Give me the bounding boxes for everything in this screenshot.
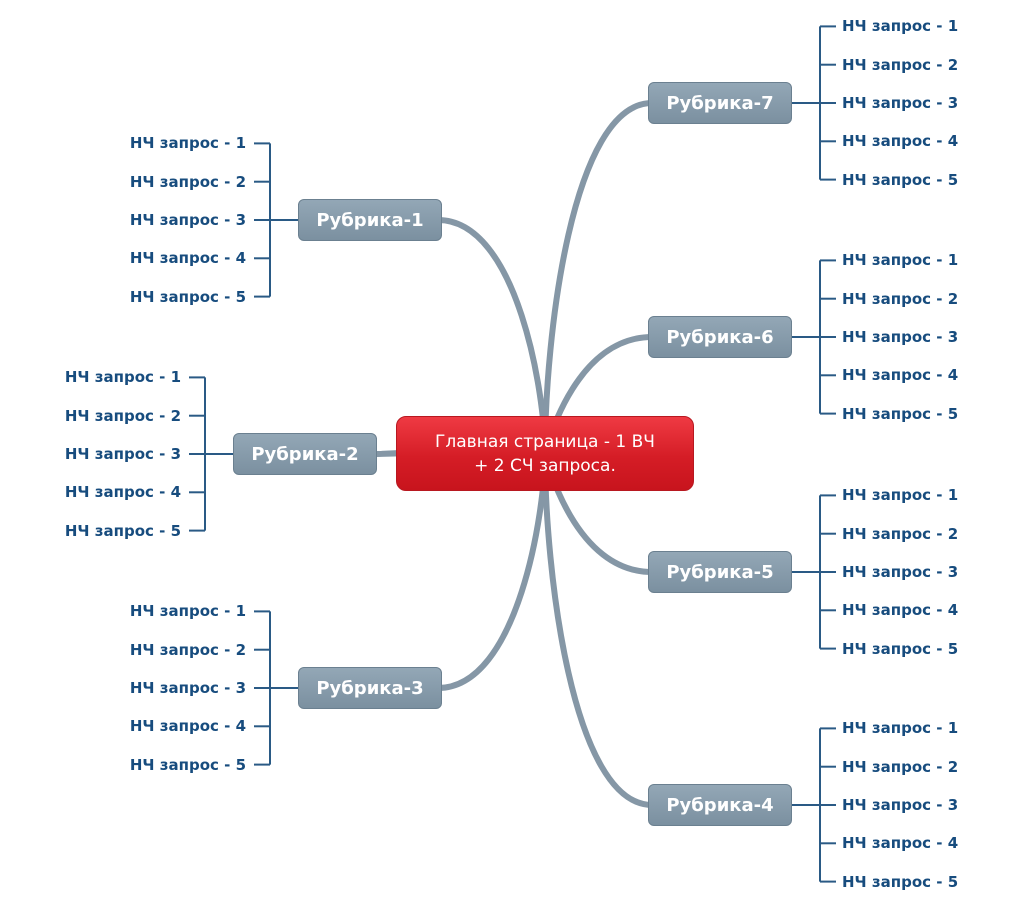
leaf-query-3-5[interactable]: НЧ запрос - 5 <box>129 755 246 774</box>
leaf-query-4-1[interactable]: НЧ запрос - 1 <box>842 719 959 738</box>
leaf-query-1-4[interactable]: НЧ запрос - 4 <box>129 249 246 268</box>
leaf-query-6-2[interactable]: НЧ запрос - 2 <box>842 289 959 308</box>
rubric-node-3[interactable]: Рубрика-3 <box>298 667 442 709</box>
leaf-query-4-2[interactable]: НЧ запрос - 2 <box>842 757 959 776</box>
leaf-query-3-3[interactable]: НЧ запрос - 3 <box>129 679 246 697</box>
branch-connector-7 <box>542 100 655 456</box>
leaf-query-1-2[interactable]: НЧ запрос - 2 <box>129 172 246 191</box>
leaf-query-3-2[interactable]: НЧ запрос - 2 <box>129 640 246 659</box>
leaf-query-4-5[interactable]: НЧ запрос - 5 <box>842 872 959 891</box>
rubric-node-7[interactable]: Рубрика-7 <box>648 82 792 124</box>
leaf-query-7-1[interactable]: НЧ запрос - 1 <box>842 17 959 36</box>
rubric-node-4[interactable]: Рубрика-4 <box>648 784 792 826</box>
branch-connector-4 <box>542 450 655 808</box>
central-topic-line-1: Главная страница - 1 ВЧ <box>435 431 655 452</box>
leaf-query-2-1[interactable]: НЧ запрос - 1 <box>64 368 181 387</box>
leaf-query-4-4[interactable]: НЧ запрос - 4 <box>842 834 959 853</box>
leaf-query-7-5[interactable]: НЧ запрос - 5 <box>842 170 959 189</box>
leaf-query-7-2[interactable]: НЧ запрос - 2 <box>842 55 959 74</box>
leaf-query-1-1[interactable]: НЧ запрос - 1 <box>129 134 246 153</box>
leaf-query-5-2[interactable]: НЧ запрос - 2 <box>842 524 959 543</box>
leaf-query-5-5[interactable]: НЧ запрос - 5 <box>842 639 959 658</box>
rubric-label: Рубрика-3 <box>316 677 424 699</box>
leaf-query-7-4[interactable]: НЧ запрос - 4 <box>842 132 959 151</box>
leaf-query-6-3[interactable]: НЧ запрос - 3 <box>842 328 959 346</box>
central-topic[interactable]: Главная страница - 1 ВЧ + 2 СЧ запроса. <box>396 416 694 491</box>
leaf-query-6-1[interactable]: НЧ запрос - 1 <box>842 251 959 270</box>
leaf-query-3-1[interactable]: НЧ запрос - 1 <box>129 602 246 621</box>
rubric-node-2[interactable]: Рубрика-2 <box>233 433 377 475</box>
rubric-node-1[interactable]: Рубрика-1 <box>298 199 442 241</box>
leaf-query-4-3[interactable]: НЧ запрос - 3 <box>842 796 959 814</box>
leaf-query-2-4[interactable]: НЧ запрос - 4 <box>64 483 181 502</box>
rubric-label: Рубрика-1 <box>316 209 424 231</box>
rubric-label: Рубрика-6 <box>666 326 774 348</box>
leaf-query-3-4[interactable]: НЧ запрос - 4 <box>129 717 246 736</box>
leaf-query-5-1[interactable]: НЧ запрос - 1 <box>842 486 959 505</box>
rubric-label: Рубрика-4 <box>666 794 774 816</box>
leaf-query-6-5[interactable]: НЧ запрос - 5 <box>842 404 959 423</box>
rubric-label: Рубрика-5 <box>666 561 774 583</box>
leaf-query-1-5[interactable]: НЧ запрос - 5 <box>129 287 246 306</box>
central-topic-line-2: + 2 СЧ запроса. <box>474 455 616 476</box>
leaf-query-6-4[interactable]: НЧ запрос - 4 <box>842 366 959 385</box>
leaf-query-2-3[interactable]: НЧ запрос - 3 <box>64 445 181 463</box>
leaf-query-5-3[interactable]: НЧ запрос - 3 <box>842 563 959 581</box>
leaf-query-2-5[interactable]: НЧ запрос - 5 <box>64 521 181 540</box>
rubric-node-5[interactable]: Рубрика-5 <box>648 551 792 593</box>
leaf-query-1-3[interactable]: НЧ запрос - 3 <box>129 211 246 229</box>
leaf-query-7-3[interactable]: НЧ запрос - 3 <box>842 94 959 112</box>
rubric-label: Рубрика-2 <box>251 443 359 465</box>
leaf-query-2-2[interactable]: НЧ запрос - 2 <box>64 406 181 425</box>
leaf-query-5-4[interactable]: НЧ запрос - 4 <box>842 601 959 620</box>
rubric-node-6[interactable]: Рубрика-6 <box>648 316 792 358</box>
rubric-label: Рубрика-7 <box>666 92 774 114</box>
